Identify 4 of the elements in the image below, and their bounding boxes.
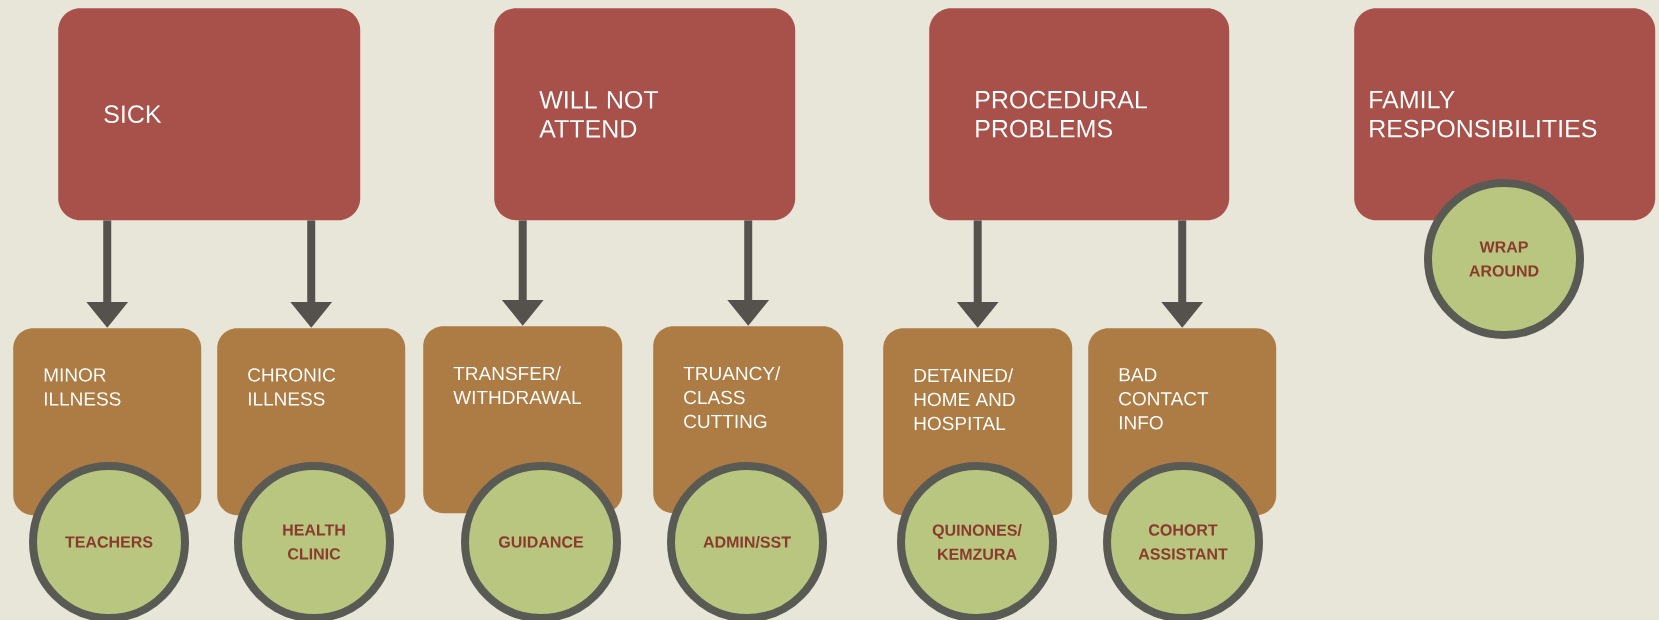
category-box: WILL NOT ATTEND: [494, 8, 796, 221]
category-box: PROCEDURAL PROBLEMS: [929, 8, 1230, 221]
category-box: FAMILY RESPONSIBILITIES: [1354, 8, 1656, 221]
category-box: SICK: [58, 8, 361, 221]
